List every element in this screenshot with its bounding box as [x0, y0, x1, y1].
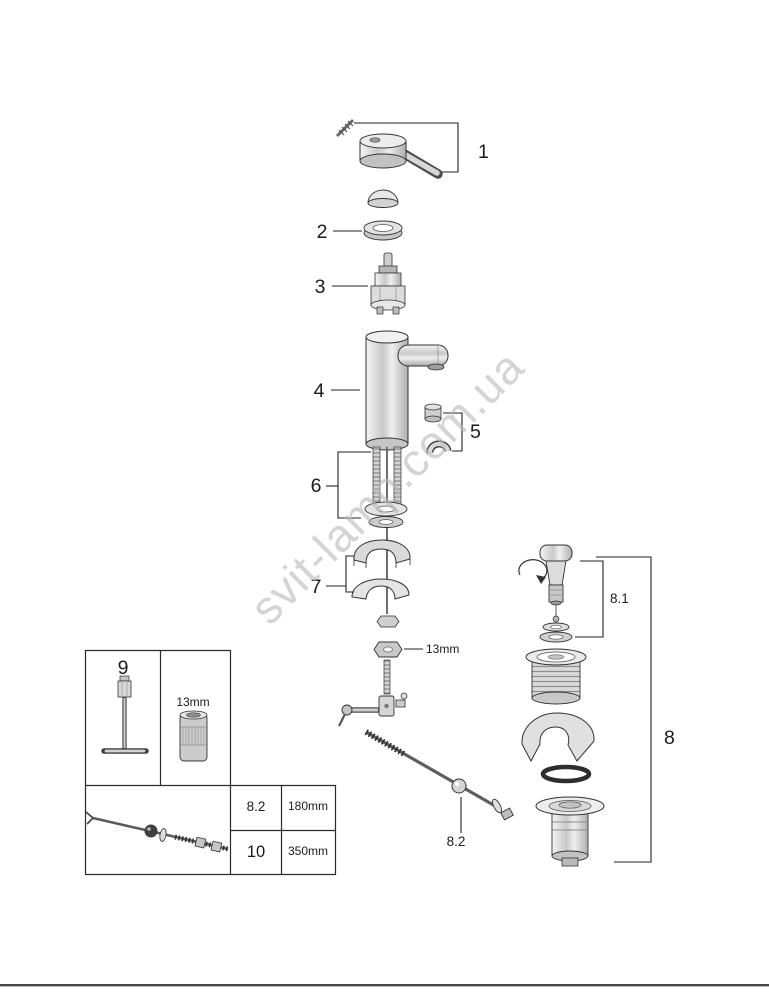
- callout-1: [354, 122, 459, 173]
- legend-ref-10: 10: [247, 843, 265, 861]
- legend-box: [84, 649, 337, 876]
- callout-6-label: 6: [311, 475, 322, 497]
- drain-flange: [535, 796, 605, 867]
- drain-lever-linkage: [338, 659, 514, 821]
- handle-screw: [335, 118, 355, 138]
- callout-8-1-label: 8.1: [610, 591, 629, 606]
- mounting-clamps: [351, 539, 411, 600]
- rotate-arrow-icon: [518, 559, 548, 580]
- callout-6: [326, 451, 371, 519]
- mounting-bracket: [521, 712, 595, 763]
- seal-ring: [363, 220, 403, 241]
- bottom-rule: [0, 984, 769, 987]
- service-tool: [101, 675, 149, 754]
- socket-size-label: 13mm: [176, 695, 209, 709]
- callout-5: [443, 412, 463, 452]
- wrench-size-label: 13mm: [426, 642, 459, 656]
- callout-8-2-label: 8.2: [447, 834, 466, 849]
- callout-1-label: 1: [478, 141, 489, 163]
- callout-4-label: 4: [314, 380, 325, 402]
- lock-nuts: [373, 615, 403, 658]
- callout-8-label: 8: [664, 727, 675, 749]
- legend-length-350: 350mm: [288, 844, 328, 858]
- callout-3-label: 3: [315, 276, 326, 298]
- drain-knob: [518, 544, 573, 606]
- aerator-parts: [424, 403, 452, 454]
- escutcheon-cap: [367, 189, 399, 208]
- faucet-handle: [359, 133, 443, 179]
- legend-length-180: 180mm: [288, 799, 328, 813]
- callout-7-label: 7: [311, 576, 322, 598]
- o-ring: [540, 764, 592, 784]
- socket-tool: [179, 710, 208, 762]
- mounting-hardware: [364, 446, 408, 614]
- cartridge: [370, 252, 406, 315]
- drain-body: [525, 648, 587, 705]
- rotate-arrowhead-icon: [536, 575, 546, 584]
- callout-5-label: 5: [470, 421, 481, 443]
- callout-8: [596, 556, 652, 863]
- callout-2-label: 2: [317, 221, 328, 243]
- callout-9-label: 9: [118, 657, 129, 679]
- extension-rod-drawing: [85, 811, 229, 853]
- faucet-body: [365, 330, 449, 451]
- drain-knob-washers: [539, 605, 573, 643]
- callout-8-1: [575, 560, 604, 638]
- callout-7: [326, 555, 354, 593]
- legend-ref-82: 8.2: [247, 799, 266, 814]
